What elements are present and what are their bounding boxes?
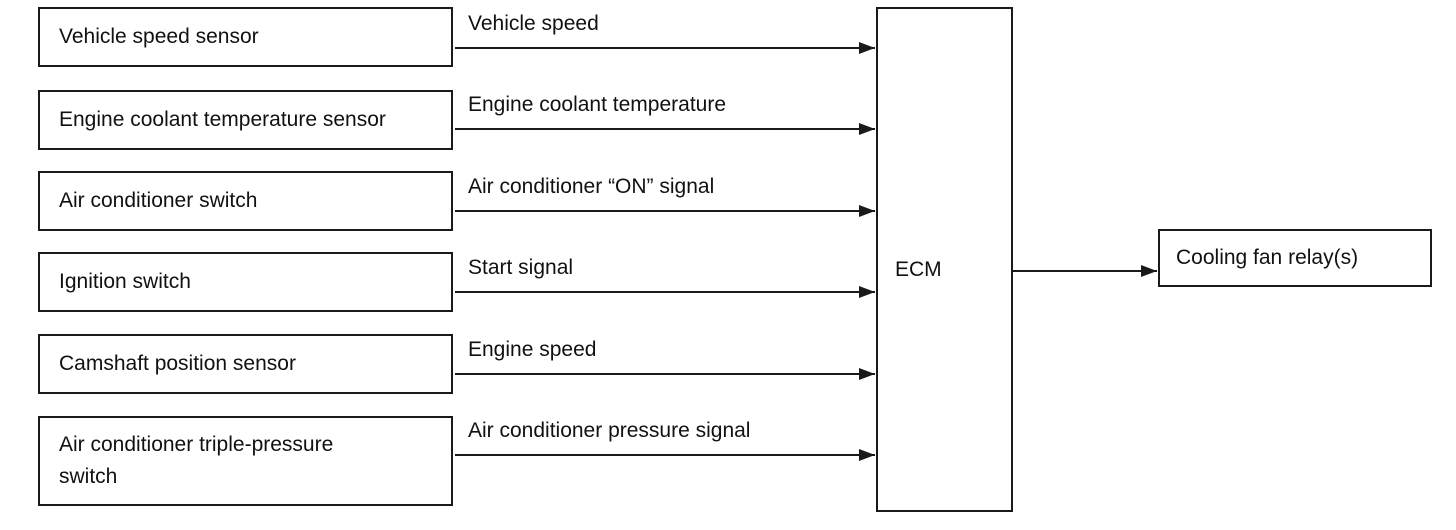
cooling-fan-relay-box: Cooling fan relay(s): [1158, 229, 1432, 287]
input-box-air-conditioner-triple-pressure-switch: Air conditioner triple-pressure switch: [38, 416, 453, 506]
input-box-label: Camshaft position sensor: [59, 352, 296, 375]
signal-label-engine-speed: Engine speed: [468, 338, 597, 361]
input-box-label: Engine coolant temperature sensor: [59, 108, 386, 131]
signal-label-start-signal: Start signal: [468, 256, 574, 279]
signal-label-engine-coolant-temperature: Engine coolant temperature: [468, 93, 726, 116]
signal-label-air-conditioner-pressure: Air conditioner pressure signal: [468, 419, 751, 442]
input-box-label: Ignition switch: [59, 270, 191, 293]
ecm-label: ECM: [895, 258, 942, 281]
input-box-label: Vehicle speed sensor: [59, 25, 259, 48]
input-box-label: Air conditioner switch: [59, 189, 258, 212]
input-box-vehicle-speed-sensor: Vehicle speed sensor: [38, 7, 453, 67]
input-box-engine-coolant-temperature-sensor: Engine coolant temperature sensor: [38, 90, 453, 150]
signal-label-vehicle-speed: Vehicle speed: [468, 12, 599, 35]
input-box-label: Air conditioner triple-pressure switch: [59, 433, 334, 488]
ecm-box: ECM: [876, 7, 1013, 512]
signal-label-air-conditioner-on: Air conditioner “ON” signal: [468, 175, 715, 198]
input-box-ignition-switch: Ignition switch: [38, 252, 453, 312]
cooling-fan-relay-label: Cooling fan relay(s): [1176, 246, 1359, 269]
input-box-camshaft-position-sensor: Camshaft position sensor: [38, 334, 453, 394]
input-box-air-conditioner-switch: Air conditioner switch: [38, 171, 453, 231]
